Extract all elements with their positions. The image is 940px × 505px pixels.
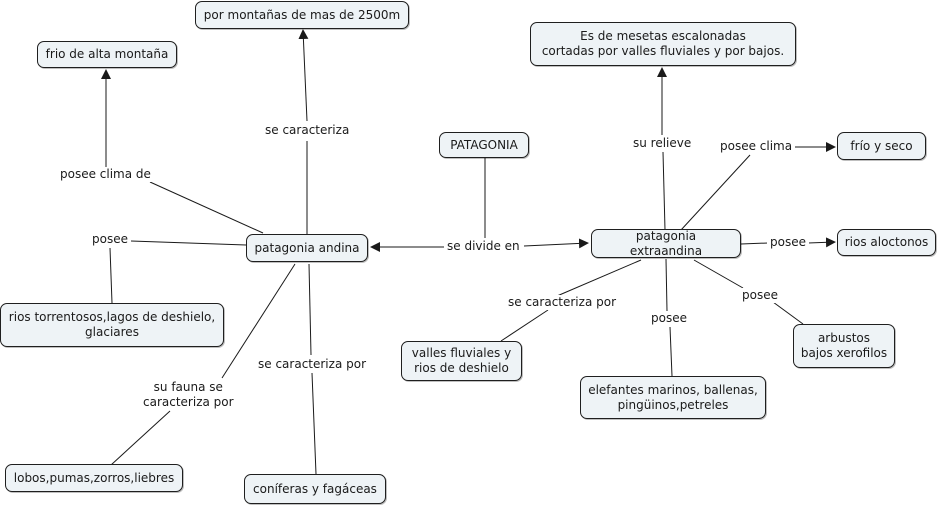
link-line <box>500 309 549 342</box>
link-line <box>149 181 264 234</box>
link-line <box>662 151 666 231</box>
link-label-se-caracteriza: se caracteriza <box>262 123 353 138</box>
link-line <box>680 154 751 231</box>
concept-patagonia[interactable]: PATAGONIA <box>439 132 529 158</box>
link-line <box>669 326 673 377</box>
link-line <box>110 410 171 466</box>
link-line <box>772 301 804 325</box>
concept-montanas[interactable]: por montañas de mas de 2500m <box>195 1 409 29</box>
concept-valles-fluviales[interactable]: valles fluviales y rios de deshielo <box>401 341 522 381</box>
concept-frio-alta-montana[interactable]: frio de alta montaña <box>37 41 177 68</box>
link-line <box>308 263 312 356</box>
concept-mesetas[interactable]: Es de mesetas escalonadas cortadas por v… <box>530 22 796 66</box>
concept-elefantes-marinos[interactable]: elefantes marinos, ballenas, pingüinos,p… <box>580 376 766 419</box>
link-line <box>130 240 247 246</box>
concept-rios-aloctonos[interactable]: rios aloctonos <box>837 229 936 256</box>
link-label-posee: posee <box>648 311 690 326</box>
link-line <box>109 247 113 304</box>
link-line <box>665 258 668 312</box>
concept-rios-torrentosos[interactable]: rios torrentosos,lagos de deshielo, glac… <box>0 303 224 347</box>
concept-patagonia-extraandina[interactable]: patagonia extraandina <box>591 229 741 258</box>
concept-coniferas[interactable]: coníferas y fagáceas <box>244 474 386 504</box>
link-line <box>556 259 642 297</box>
link-label-se-caracteriza-por: se caracteriza por <box>505 295 619 310</box>
link-label-posee: posee <box>767 235 809 250</box>
concept-lobos-pumas[interactable]: lobos,pumas,zorros,liebres <box>5 464 183 492</box>
concept-patagonia-andina[interactable]: patagonia andina <box>246 234 368 262</box>
link-label-su-fauna: su fauna se caracteriza por <box>140 380 237 410</box>
link-label-posee: posee <box>89 232 131 247</box>
link-label-se-caracteriza-por: se caracteriza por <box>255 357 369 372</box>
arrow-line <box>298 29 309 122</box>
link-line <box>693 259 744 289</box>
link-label-se-divide-en: se divide en <box>444 239 523 254</box>
link-label-posee-clima: posee clima <box>717 139 796 154</box>
concept-frio-seco[interactable]: frío y seco <box>837 132 926 160</box>
arrow-line <box>523 238 589 249</box>
link-line <box>311 372 317 475</box>
arrow-line <box>807 237 836 248</box>
link-label-posee: posee <box>739 288 781 303</box>
link-line <box>740 242 769 245</box>
link-line <box>221 263 296 379</box>
link-label-su-relieve: su relieve <box>630 136 695 151</box>
concept-arbustos[interactable]: arbustos bajos xerofilos <box>793 324 895 368</box>
link-label-posee-clima-de: posee clima de <box>57 167 154 182</box>
